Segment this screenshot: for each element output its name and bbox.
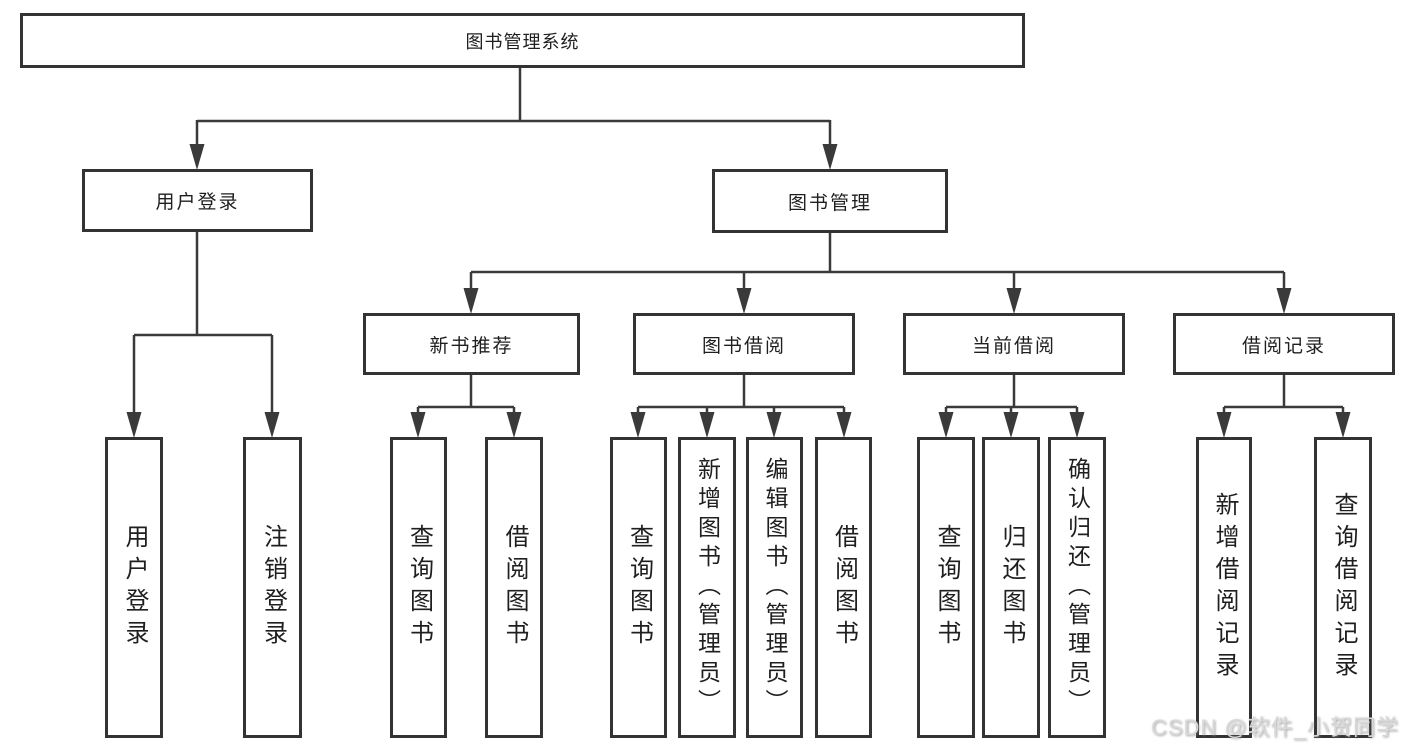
connectors-current-borrow xyxy=(938,375,1085,438)
leaf-borrow-borrow-books: 借阅图书 xyxy=(815,437,872,738)
leaf-borrow-edit-books: 编辑图书（管理员） xyxy=(746,437,803,738)
leaf-cur-query-books: 查询图书 xyxy=(917,437,975,738)
leaf-cur-confirm-return: 确认归还（管理员） xyxy=(1048,437,1106,738)
csdn-watermark: CSDN @软件_小贺同学 xyxy=(1150,715,1399,740)
connectors-borrow-record xyxy=(1216,375,1351,438)
node-current-borrow: 当前借阅 xyxy=(903,313,1125,375)
leaf-logout: 注销登录 xyxy=(243,437,302,738)
leaf-rec-borrow-books: 借阅图书 xyxy=(485,437,543,738)
leaf-borrow-add-books: 新增图书（管理员） xyxy=(678,437,736,738)
connectors-root xyxy=(189,68,838,170)
node-book-borrow: 图书借阅 xyxy=(633,313,855,375)
node-user-login: 用户登录 xyxy=(82,169,313,232)
node-root: 图书管理系统 xyxy=(20,13,1025,68)
node-book-mgmt: 图书管理 xyxy=(712,169,948,233)
connectors-new-book-rec xyxy=(410,375,522,438)
leaf-borrow-query-books: 查询图书 xyxy=(610,437,667,738)
connectors-book-borrow xyxy=(630,375,852,438)
leaf-cur-return-books: 归还图书 xyxy=(982,437,1040,738)
connectors-user-login xyxy=(126,232,280,438)
leaf-user-login: 用户登录 xyxy=(105,437,163,738)
node-borrow-record: 借阅记录 xyxy=(1173,313,1395,375)
leaf-rec-query-books: 查询图书 xyxy=(390,437,447,738)
node-new-book-rec: 新书推荐 xyxy=(363,313,580,375)
leaf-record-query: 查询借阅记录 xyxy=(1314,437,1372,738)
leaf-record-add: 新增借阅记录 xyxy=(1196,437,1252,738)
connectors-book-mgmt xyxy=(463,232,1292,314)
